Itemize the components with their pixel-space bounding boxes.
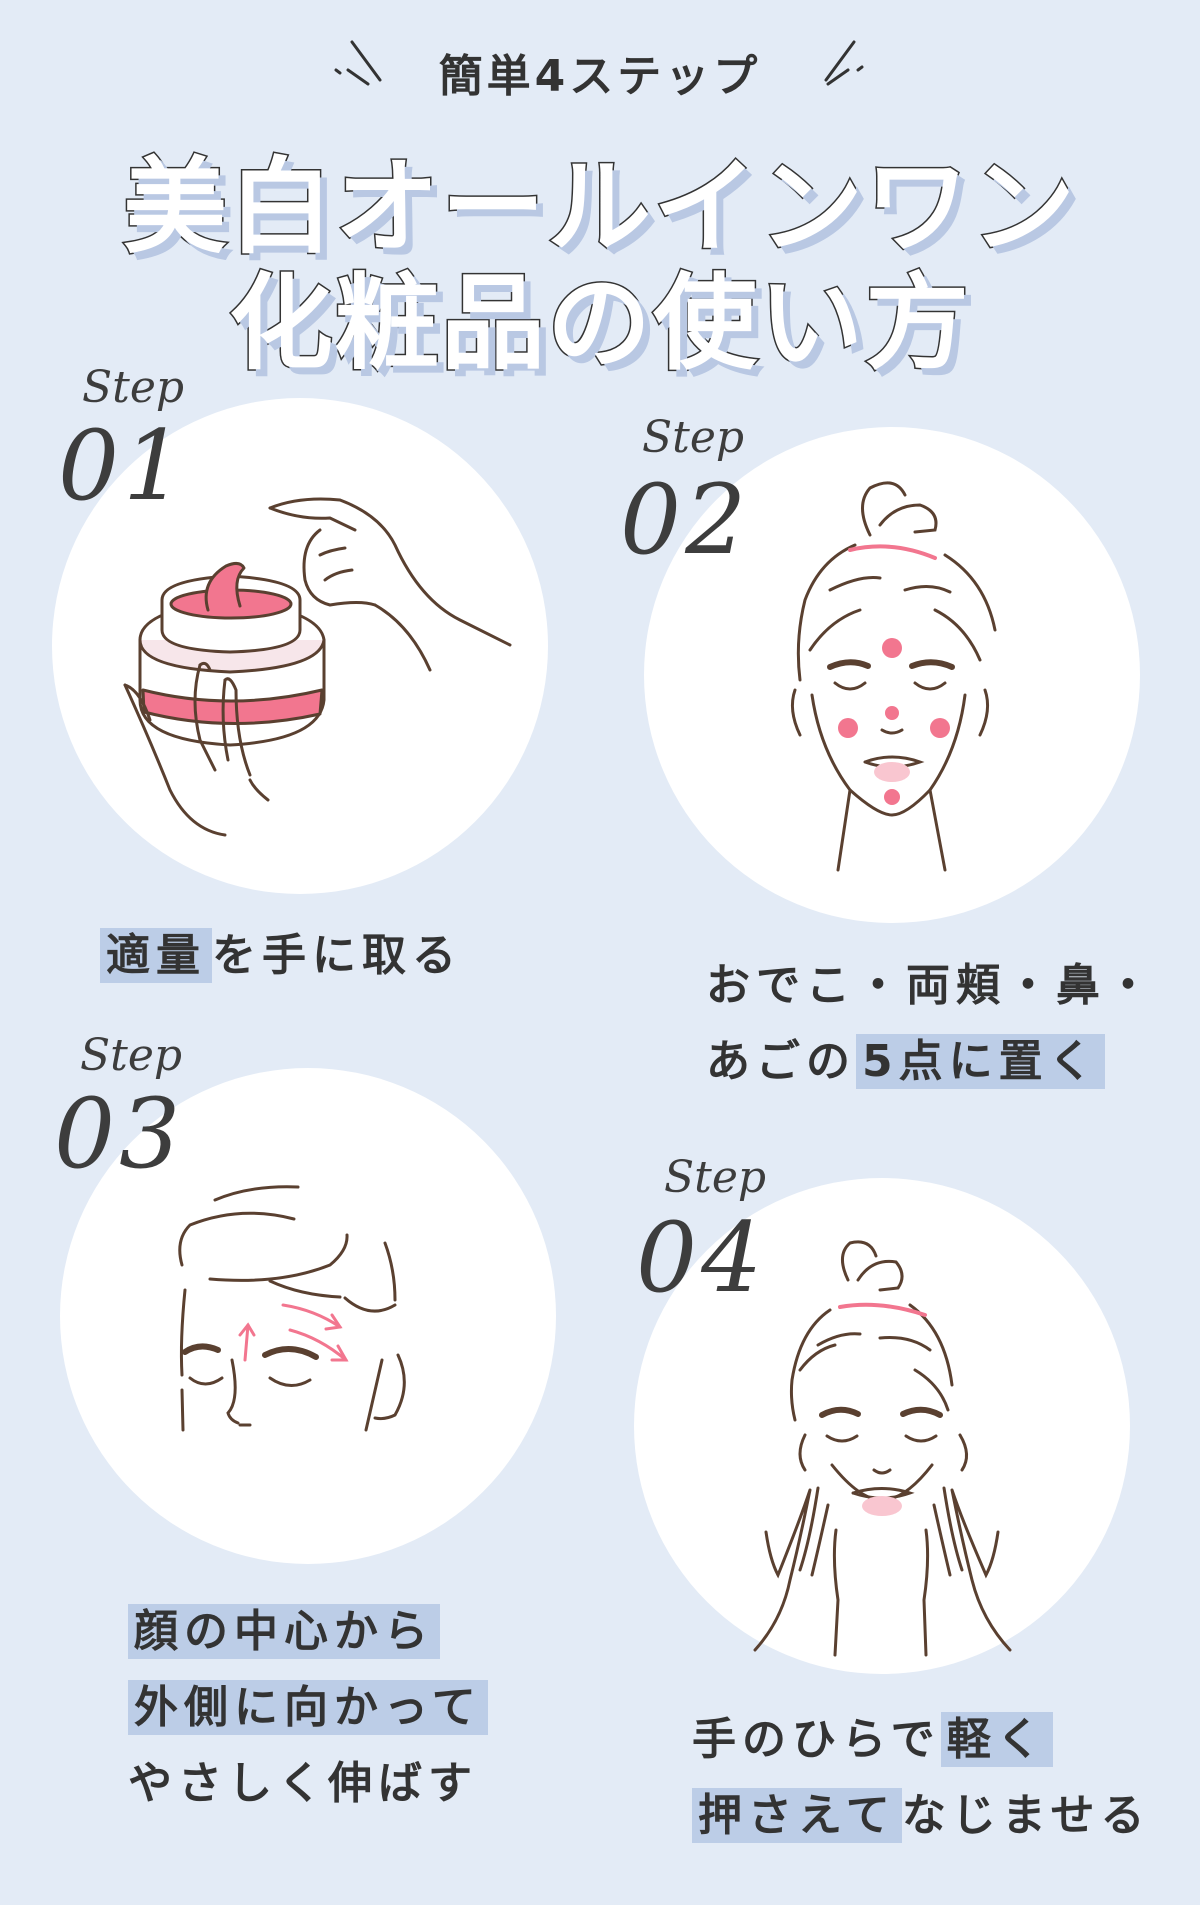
step2-caption-line2-plain: あごの [706,1036,856,1087]
step2-circle [644,427,1140,923]
step1-caption-rest: を手に取る [212,930,462,981]
step4-label: Step [664,1152,767,1203]
step2-caption-line1: おでこ・両頬・鼻・ [706,960,1156,1011]
subtitle: 簡単4ステップ [438,51,762,102]
page-title-line1: 美白オールインワン [121,145,1077,270]
step4-caption: 手のひらで軽く 押さえてなじませる [692,1702,1151,1854]
step3-caption: 顔の中心から 外側に向かって やさしく伸ばす [128,1594,488,1822]
step3-caption-line1: 顔の中心から [128,1604,440,1659]
page-title-line2: 化粧品の使い方 [227,261,971,386]
step1-caption-highlight: 適量 [100,928,212,983]
step2-label: Step [642,412,745,463]
step4-caption-line1-highlight: 軽く [940,1712,1053,1767]
step4-caption-line2-highlight: 押さえて [692,1788,902,1843]
step3-circle [60,1068,556,1564]
step2-number: 02 [620,464,751,576]
step3-label: Step [80,1030,183,1081]
step4-number: 04 [636,1202,767,1314]
step1-number: 01 [58,410,189,522]
sparkle-lines-right-icon [824,40,864,86]
sparkle-lines-left-icon [334,40,382,86]
step3-number: 03 [54,1078,185,1190]
step3-caption-line3: やさしく伸ばす [128,1758,478,1809]
step4-caption-line1-plain: 手のひらで [692,1714,941,1765]
step1-label: Step [82,362,185,413]
step3-caption-line2: 外側に向かって [128,1680,488,1735]
step1-caption: 適量を手に取る [100,918,462,994]
step4-caption-line2-plain: なじませる [901,1790,1151,1841]
step2-caption-highlight: 5点に置く [856,1034,1105,1089]
